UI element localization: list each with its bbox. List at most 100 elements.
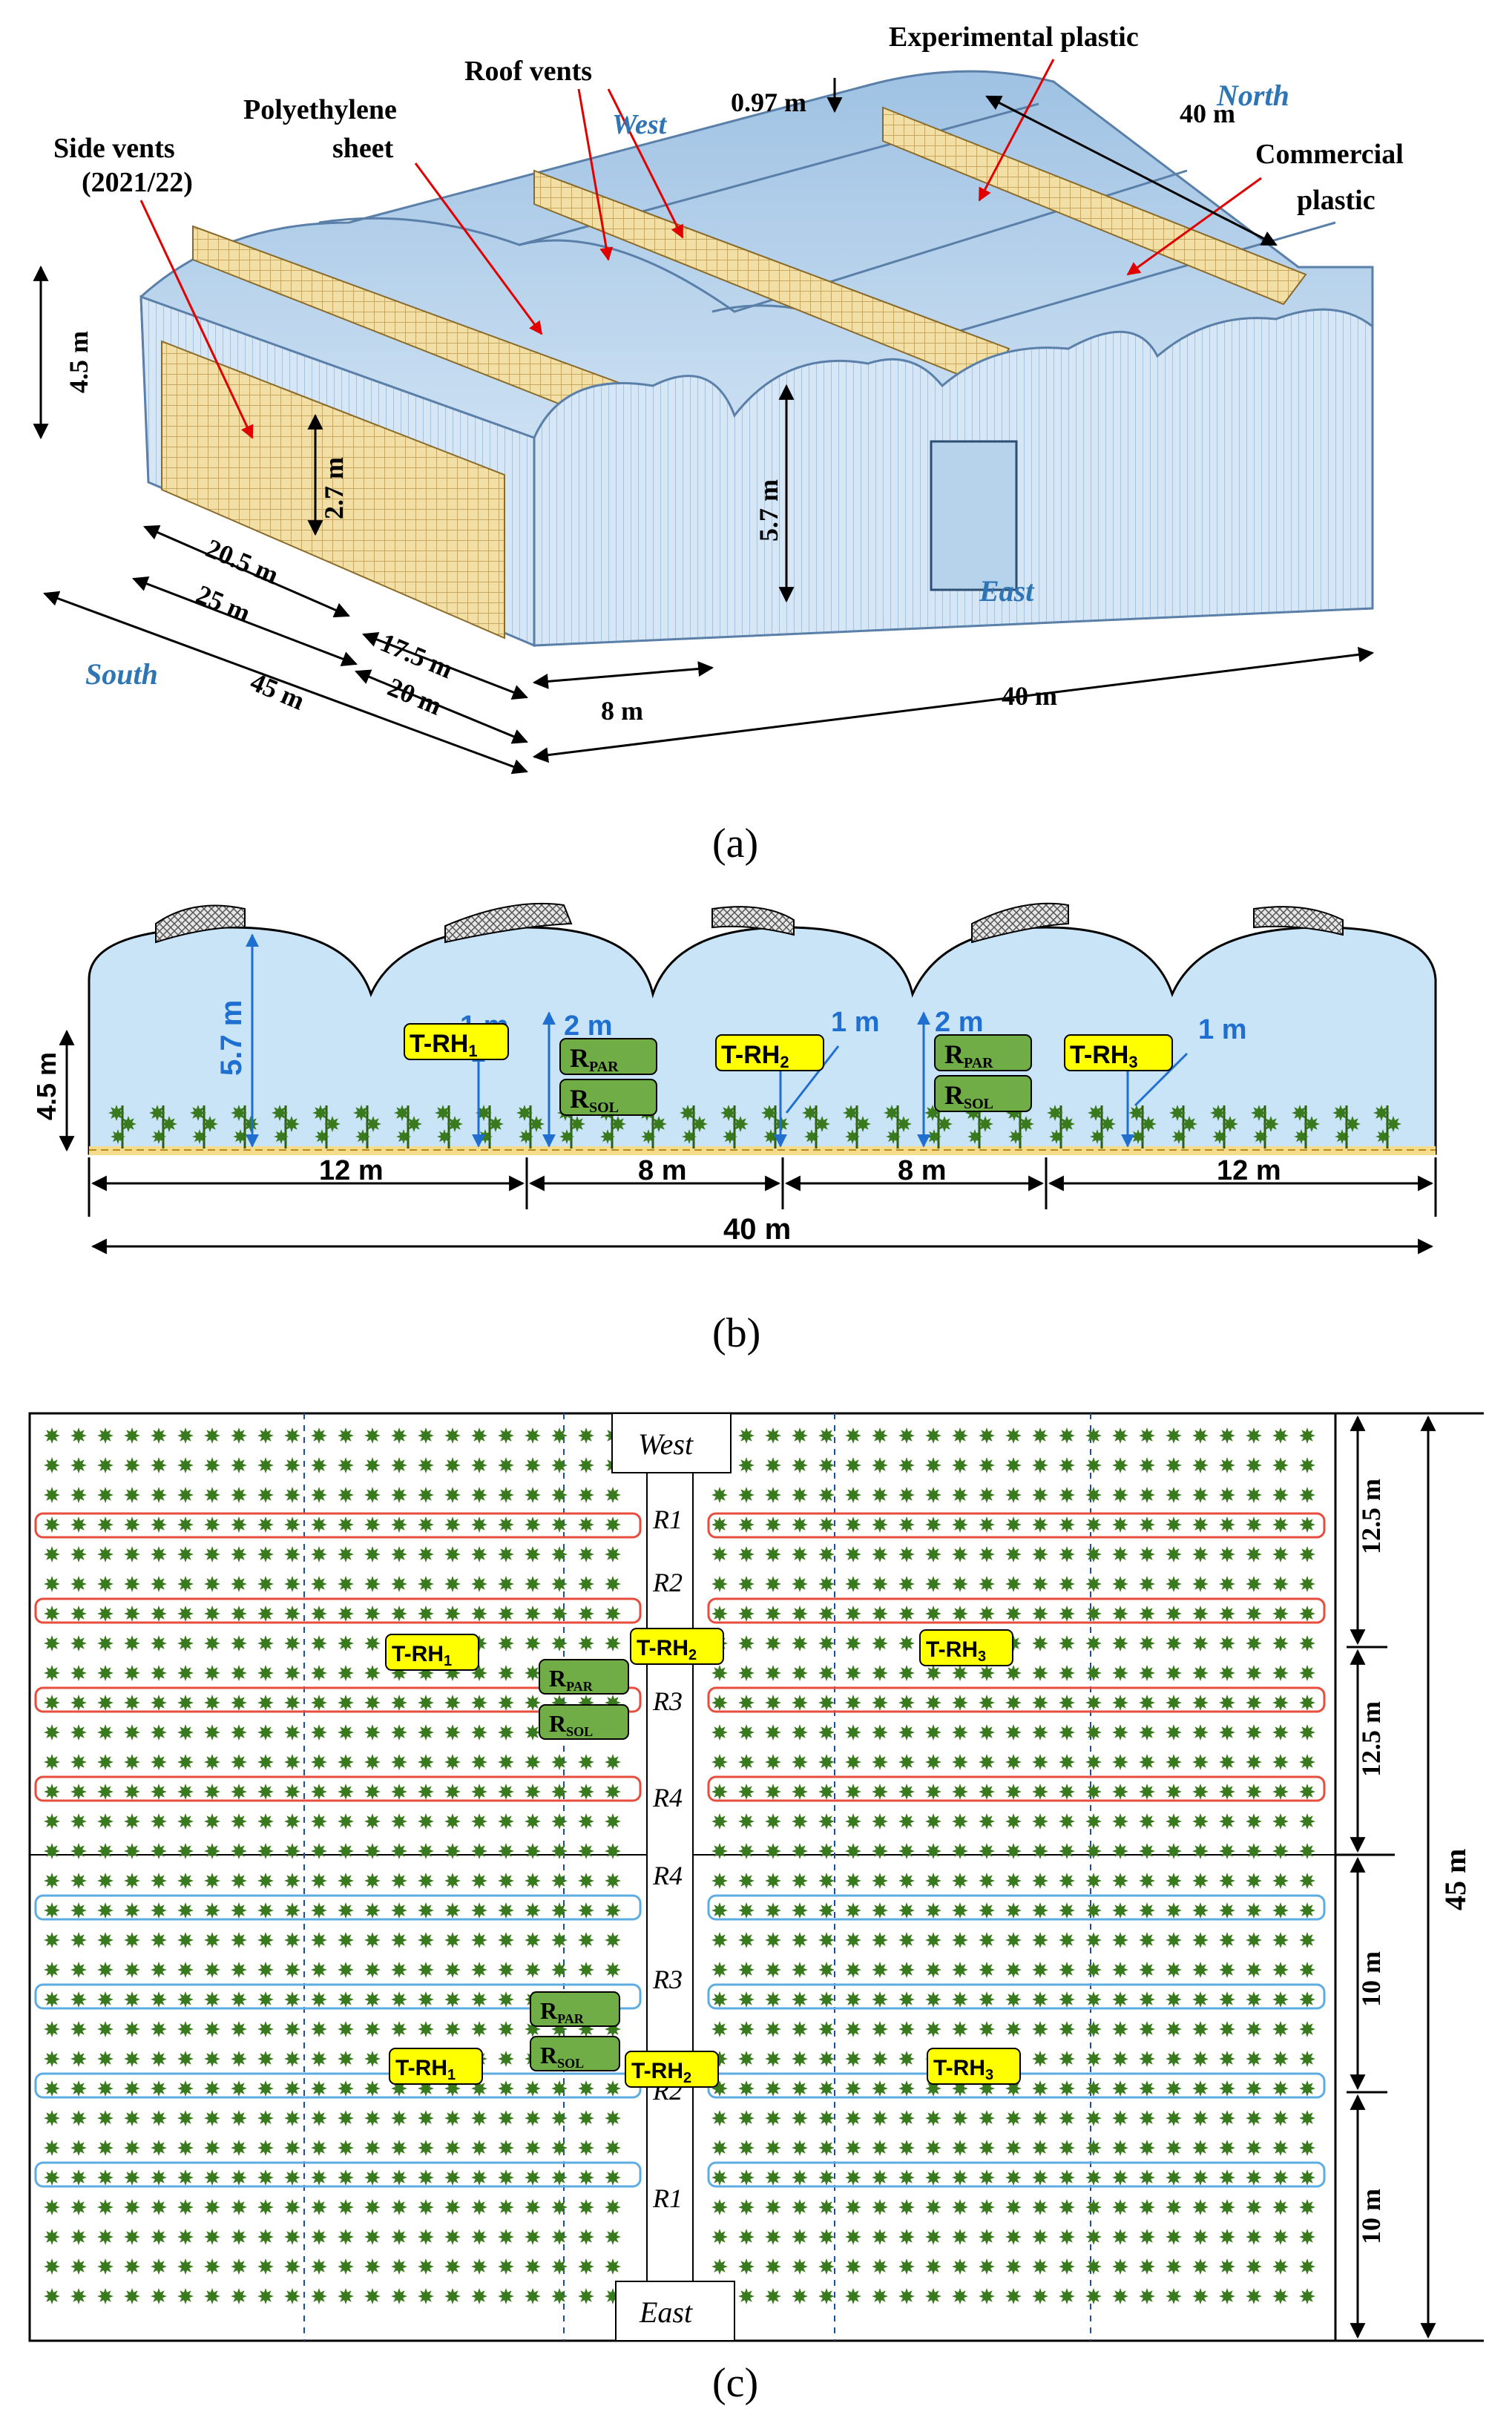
plant-icon [1192,2110,1209,2126]
plant-icon [177,1813,194,1830]
east-door[interactable] [930,440,1018,591]
plant-icon [1246,1932,1262,1948]
plant-icon [738,2288,755,2304]
plant-icon [551,2258,568,2275]
plant-icon [1112,1606,1128,1622]
ground-strip [89,1146,1436,1155]
plant-icon [818,2288,835,2304]
plant-icon [471,1843,487,1859]
plant-icon [391,2288,407,2304]
plant-icon [979,2110,995,2126]
plant-icon [44,2080,60,2097]
plant-icon [406,1116,422,1132]
plant-icon [177,1873,194,1889]
plant-icon [1059,2199,1075,2215]
plant-icon [1059,2021,1075,2037]
plant-icon [1166,1695,1182,1711]
plant-icon [818,1457,835,1473]
plant-icon [802,1105,818,1121]
plant-icon [70,1695,87,1711]
plant-icon [1139,2199,1155,2215]
sensor-rsol-b2: RSOL [934,1075,1032,1112]
plant-icon [151,1665,167,1681]
plant-icon [231,2021,247,2037]
plant-icon [979,1962,995,1978]
plant-icon [818,2229,835,2245]
plant-icon [1219,2229,1235,2245]
plant-icon [1299,2080,1315,2097]
plant-icon [231,1784,247,1800]
plant-icon [391,1576,407,1592]
plant-icon [471,1546,487,1562]
plant-icon [284,2140,300,2156]
plant-icon [738,2229,755,2245]
plant-icon [898,1516,915,1533]
plant-icon [204,1695,220,1711]
plant-icon [1375,1129,1390,1144]
plant-icon [711,1576,728,1592]
plant-icon [338,1576,354,1592]
plant-icon [151,2080,167,2097]
plant-icon [711,1962,728,1978]
plant-icon [711,2199,728,2215]
plant-icon [925,2169,941,2186]
plant-icon [1219,1902,1235,1919]
sensor-rsol-top: RSOL [539,1704,629,1740]
direction-east: East [979,574,1035,608]
plant-icon [711,1695,728,1711]
plant-icon [498,1991,514,2008]
plant-icon [471,1932,487,1948]
plant-icon [845,1665,861,1681]
plant-icon [551,2080,568,2097]
plant-icon [979,1695,995,1711]
plant-icon [1272,1724,1289,1741]
plant-icon [124,2288,140,2304]
plant-icon [444,1873,461,1889]
plant-icon [578,2080,594,2097]
plant-icon [1272,1962,1289,1978]
plant-icon [872,2021,888,2037]
plant-icon [818,1813,835,1830]
plant-icon [311,1516,327,1533]
plant-icon [525,1784,541,1800]
plant-icon [151,1724,167,1741]
dim-vent-gap: 0.97 m [731,88,806,117]
plant-icon [872,1754,888,1770]
plant-icon [1059,1546,1075,1562]
plant-icon [765,1546,781,1562]
plant-icon [177,2051,194,2067]
dim-wall-height: 4.5 m [64,331,93,393]
plant-icon [1088,1105,1104,1121]
plant-icon [444,1427,461,1444]
plant-icon [1139,1724,1155,1741]
plant-icon [70,1724,87,1741]
plant-icon [1212,1129,1227,1144]
plant-icon [605,2258,621,2275]
plant-icon [1192,1991,1209,2008]
plant-icon [364,1962,381,1978]
plant-icon [1059,1635,1075,1652]
plant-icon [418,1576,434,1592]
plant-icon [1166,1873,1182,1889]
label-roof-vents: Roof vents [464,56,592,87]
plant-icon [1085,1843,1102,1859]
plant-icon [845,2140,861,2156]
plant-icon [1005,1902,1022,1919]
plant-icon [364,1784,381,1800]
plant-icon [364,1546,381,1562]
plant-icon [1192,2051,1209,2067]
plant-icon [1112,2229,1128,2245]
plant-icon [845,2199,861,2215]
plant-icon [257,2021,274,2037]
svg-text:RPAR: RPAR [549,1665,594,1694]
plant-icon [925,1665,941,1681]
plant-icon [257,1695,274,1711]
plant-icon [391,1843,407,1859]
plant-icon [284,2199,300,2215]
plant-icon [525,1932,541,1948]
plant-icon [1085,2140,1102,2156]
plant-icon [338,1724,354,1741]
plant-icon [1059,1784,1075,1800]
plant-icon [204,2110,220,2126]
plant-icon [471,2110,487,2126]
